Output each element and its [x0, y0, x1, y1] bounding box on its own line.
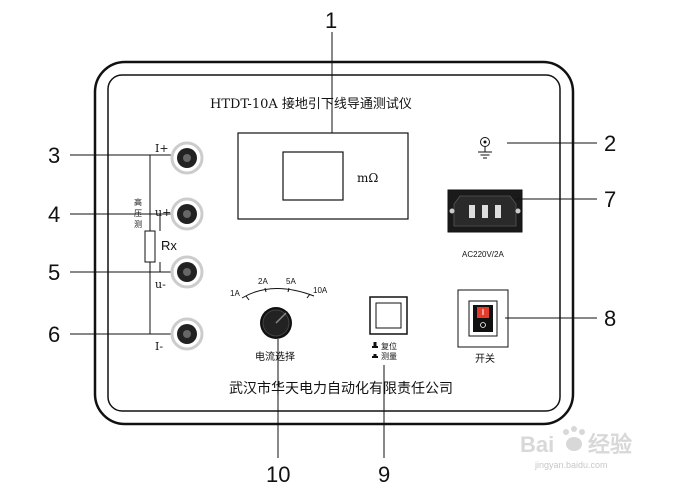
callout-6: 6	[48, 322, 60, 347]
display-unit: mΩ	[357, 171, 378, 185]
callout-8: 8	[604, 306, 616, 331]
company-name: 武汉市华天电力自动化有限责任公司	[229, 380, 453, 397]
reset-measure-button[interactable]	[369, 296, 408, 335]
jack-u-plus[interactable]	[170, 197, 204, 231]
power-switch[interactable]	[457, 289, 509, 348]
jack-label-i-plus: I+	[155, 142, 169, 155]
panel-title: HTDT-10A 接地引下线导通测试仪	[210, 96, 412, 112]
rx-label: Rx	[161, 238, 177, 253]
callout-7: 7	[604, 187, 616, 212]
jack-label-u-plus: u+	[155, 206, 171, 219]
hv-label-1: 高	[134, 197, 142, 207]
callout-4: 4	[48, 202, 60, 227]
current-selector-knob[interactable]	[260, 307, 292, 339]
paw-icon	[563, 426, 585, 451]
callout-leaders	[70, 32, 597, 458]
callout-1: 1	[325, 8, 337, 33]
lcd-display: mΩ	[237, 132, 409, 220]
jack-label-i-minus: I-	[155, 340, 163, 353]
jack-i-plus[interactable]	[170, 141, 204, 175]
ground-terminal-icon	[478, 137, 492, 159]
watermark: Bai 经验 jingyan.baidu.com	[520, 426, 632, 470]
hv-label-3: 测	[134, 220, 142, 229]
switch-label: 开关	[475, 352, 495, 365]
rx-resistor	[144, 230, 156, 263]
measure-label: 测量	[381, 352, 397, 361]
reset-icon	[372, 342, 378, 348]
knob-tick-2a: 2A	[258, 277, 268, 286]
callout-9: 9	[378, 462, 390, 487]
callout-10: 10	[266, 462, 290, 487]
measure-icon	[372, 354, 378, 358]
knob-tick-1a: 1A	[230, 289, 240, 298]
knob-label: 电流选择	[255, 350, 295, 363]
power-inlet[interactable]	[447, 189, 523, 233]
reset-label: 复位	[381, 341, 397, 351]
callout-2: 2	[604, 131, 616, 156]
jack-i-minus[interactable]	[170, 317, 204, 351]
knob-tick-10a: 10A	[313, 286, 328, 295]
knob-scale-arc	[241, 287, 315, 299]
power-rating: AC220V/2A	[462, 250, 504, 259]
callout-5: 5	[48, 260, 60, 285]
jack-u-minus[interactable]	[170, 255, 204, 289]
callout-3: 3	[48, 143, 60, 168]
panel-inner-frame	[107, 74, 561, 412]
jack-label-u-minus: u-	[155, 278, 166, 291]
knob-tick-5a: 5A	[286, 277, 296, 286]
knob-scale-ticks	[245, 287, 311, 301]
lcd-screen	[282, 151, 344, 201]
watermark-url: jingyan.baidu.com	[534, 460, 608, 470]
watermark-brand: Bai	[520, 432, 554, 457]
watermark-brand2: 经验	[588, 432, 632, 457]
